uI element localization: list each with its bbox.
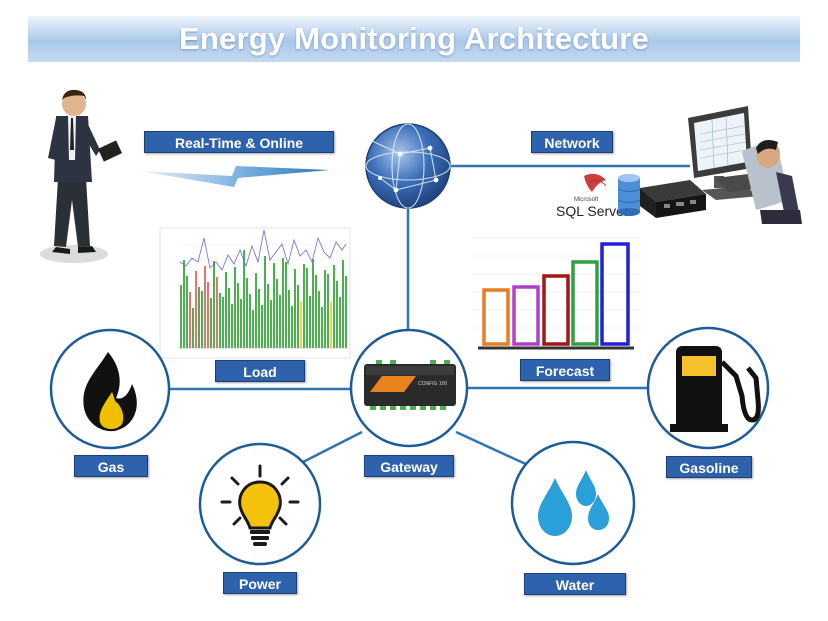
load-bar [318, 291, 320, 348]
sql-server-logo: Microsoft SQL Server [556, 173, 629, 219]
load-bar [336, 281, 338, 348]
load-bar [240, 299, 242, 348]
load-bar [327, 274, 329, 348]
server-box-icon [640, 180, 706, 218]
connector-lines [168, 164, 690, 468]
label-load: Load [215, 360, 305, 382]
connector-gateway-water [455, 430, 531, 468]
load-bar [303, 264, 305, 348]
forecast-bar-3 [542, 274, 570, 346]
fuel-pump-icon [670, 346, 761, 432]
load-bar [180, 285, 182, 348]
load-bar [198, 287, 200, 348]
load-bar [234, 267, 236, 348]
computer-user-icon [688, 106, 802, 224]
load-bar [213, 261, 215, 348]
load-line [179, 229, 347, 271]
load-bar [342, 260, 344, 348]
flame-icon [83, 352, 137, 432]
load-bar [321, 307, 323, 348]
title-banner: Energy Monitoring Architecture [28, 16, 800, 62]
load-bar [345, 276, 347, 348]
load-bar [267, 284, 269, 348]
load-bar [183, 260, 185, 348]
load-bar [315, 275, 317, 348]
load-bar [207, 282, 209, 348]
load-bar [270, 300, 272, 348]
database-icon [617, 174, 641, 216]
label-network: Network [531, 131, 613, 153]
load-bar [201, 291, 203, 348]
load-bar [291, 306, 293, 348]
load-bar [294, 269, 296, 348]
load-bar [189, 292, 191, 348]
gateway-device-icon: CONFIG 100 [364, 360, 456, 410]
forecast-bar-1 [482, 288, 510, 346]
label-gas: Gas [74, 455, 148, 477]
load-bar [195, 271, 197, 348]
load-bar [216, 277, 218, 348]
load-bar [282, 258, 284, 348]
load-bar [225, 272, 227, 348]
load-bar [210, 298, 212, 348]
load-bar [333, 265, 335, 348]
load-bar [249, 294, 251, 348]
load-bar [261, 305, 263, 348]
sql-brand: Microsoft [574, 197, 599, 203]
load-bar [306, 268, 308, 348]
load-bar [255, 273, 257, 348]
load-bar [339, 297, 341, 348]
load-bar [192, 308, 194, 348]
load-bar [279, 295, 281, 348]
load-bar [324, 270, 326, 348]
label-realtime-online: Real-Time & Online [144, 131, 334, 153]
load-bar [237, 283, 239, 348]
forecast-bar-4 [571, 260, 599, 346]
load-bar [186, 276, 188, 348]
load-bar [285, 262, 287, 348]
sql-name: SQL Server [556, 203, 629, 219]
forecast-bar-2 [512, 285, 540, 346]
label-gateway: Gateway [364, 455, 454, 477]
globe-network-icon [365, 123, 451, 209]
water-drops-icon [538, 470, 609, 536]
load-bar [288, 290, 290, 348]
gateway-device-text: CONFIG 100 [418, 381, 447, 387]
label-water: Water [524, 573, 626, 595]
load-bar [243, 250, 245, 348]
load-bar [231, 304, 233, 348]
load-bar [204, 266, 206, 348]
load-chart-thumbnail [159, 227, 351, 359]
load-bar [312, 259, 314, 348]
load-bar [219, 293, 221, 348]
load-bar [309, 296, 311, 348]
label-gasoline: Gasoline [666, 456, 752, 478]
water-node [510, 440, 636, 566]
load-bar [300, 301, 302, 348]
forecast-chart [472, 237, 640, 350]
load-bar [252, 310, 254, 348]
load-bar [330, 302, 332, 348]
page-title: Energy Monitoring Architecture [179, 21, 649, 56]
person-icon [40, 89, 123, 263]
load-bar [273, 263, 275, 348]
forecast-bar-5 [600, 242, 630, 346]
load-bar [246, 278, 248, 348]
load-bar [264, 256, 266, 348]
light-bulb-icon [220, 464, 300, 546]
load-bars [180, 250, 347, 348]
load-bar [228, 288, 230, 348]
label-power: Power [223, 572, 297, 594]
lightning-bolt-icon [140, 166, 330, 187]
load-bar [297, 285, 299, 348]
load-bar [258, 289, 260, 348]
label-forecast: Forecast [520, 359, 610, 381]
connector-gateway-power [302, 430, 363, 464]
load-bar [276, 279, 278, 348]
load-bar [222, 297, 224, 348]
